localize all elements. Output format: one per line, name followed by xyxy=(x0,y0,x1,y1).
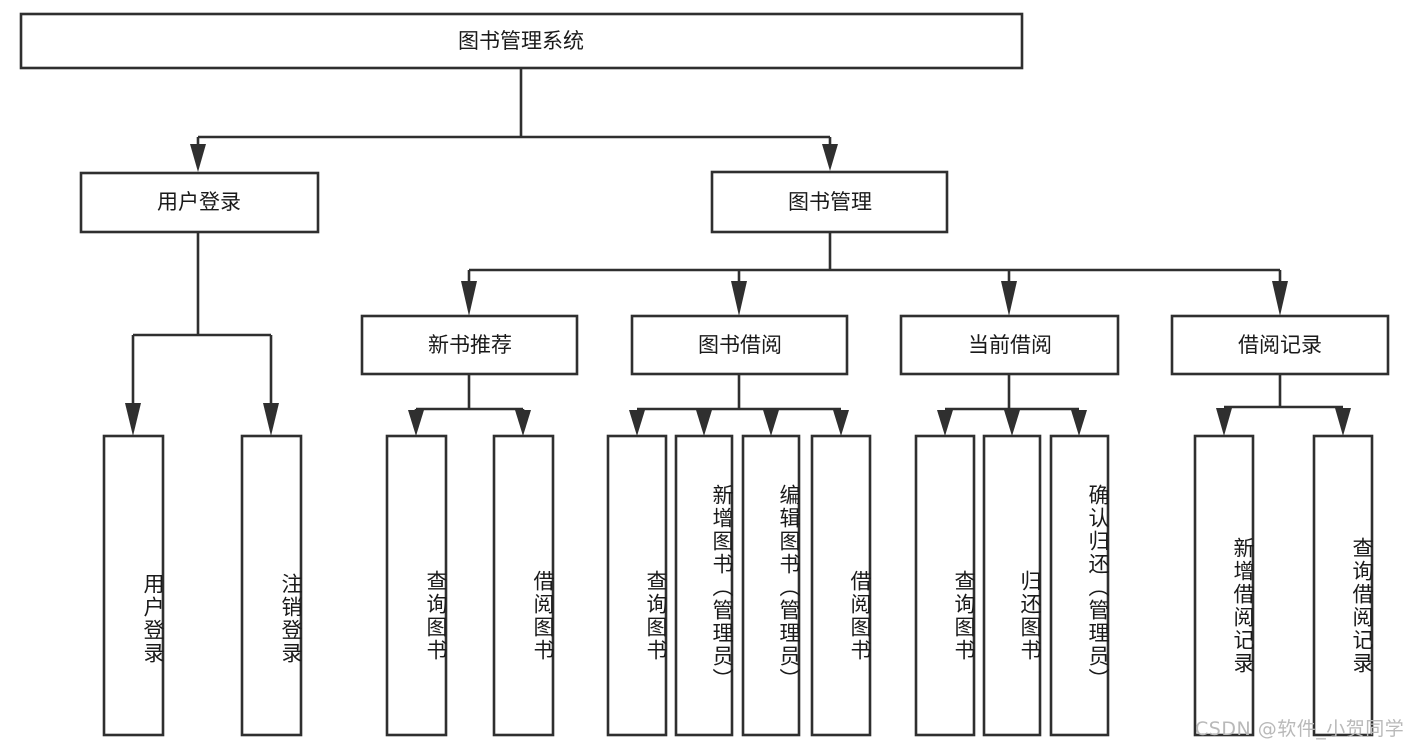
leaf-box-borrow-query[interactable] xyxy=(606,434,668,737)
arrowhead-bookmgmt xyxy=(822,144,838,171)
leaf-box-borrow-edit[interactable] xyxy=(741,434,801,737)
node-new-book-recommend-label: 新书推荐 xyxy=(428,333,512,357)
arrowhead-bookborrow-leaf-1 xyxy=(629,410,645,436)
node-book-borrow[interactable]: 图书借阅 xyxy=(630,314,849,376)
leaf-box-borrow-lend[interactable] xyxy=(810,434,872,737)
arrowhead-bookborrow-leaf-4 xyxy=(833,410,849,436)
connector-group-newbook xyxy=(408,374,531,436)
arrowhead-bookborrow-leaf-2 xyxy=(696,410,712,436)
arrowhead-newbook-leaf-2 xyxy=(515,410,531,436)
arrowhead-newbook xyxy=(461,281,477,316)
connector-group-userlogin xyxy=(125,232,279,436)
node-new-book-recommend[interactable]: 新书推荐 xyxy=(360,314,579,376)
node-user-login-label: 用户登录 xyxy=(157,190,241,214)
connector-group-bookborrow xyxy=(629,374,849,436)
leaf-box-record-query[interactable] xyxy=(1312,434,1374,737)
arrowhead-currentborrow-leaf-1 xyxy=(937,410,953,436)
connector-group-currentborrow xyxy=(937,374,1087,436)
leaf-box-recommend-query[interactable] xyxy=(385,434,448,737)
node-root[interactable]: 图书管理系统 xyxy=(19,12,1024,70)
node-root-label: 图书管理系统 xyxy=(458,29,584,53)
node-book-management-box[interactable] xyxy=(710,170,949,234)
node-book-management[interactable]: 图书管理 xyxy=(710,170,949,234)
node-book-borrow-label: 图书借阅 xyxy=(698,333,782,357)
node-borrow-record-box[interactable] xyxy=(1170,314,1390,376)
arrowhead-borrow xyxy=(731,281,747,316)
node-new-book-recommend-box[interactable] xyxy=(360,314,579,376)
leaf-box-user-login[interactable] xyxy=(102,434,165,737)
node-book-management-label: 图书管理 xyxy=(788,190,872,214)
arrowhead-currentborrow-leaf-2 xyxy=(1004,410,1020,436)
arrowhead-userlogin xyxy=(190,144,206,172)
arrowhead-leaf-logout xyxy=(263,403,279,436)
node-current-borrow[interactable]: 当前借阅 xyxy=(899,314,1120,376)
node-borrow-record[interactable]: 借阅记录 xyxy=(1170,314,1390,376)
connector-group-root xyxy=(190,68,838,172)
connector-group-borrowrecord xyxy=(1216,374,1351,436)
arrowhead-current xyxy=(1001,281,1017,316)
arrowhead-record xyxy=(1272,281,1288,316)
node-user-login[interactable]: 用户登录 xyxy=(79,171,320,234)
node-user-login-box[interactable] xyxy=(79,171,320,234)
arrowhead-currentborrow-leaf-3 xyxy=(1071,410,1087,436)
node-book-borrow-box[interactable] xyxy=(630,314,849,376)
arrowhead-newbook-leaf-1 xyxy=(408,410,424,436)
arrowhead-borrowrecord-leaf-1 xyxy=(1216,408,1232,436)
node-root-box[interactable] xyxy=(19,12,1024,70)
node-current-borrow-box[interactable] xyxy=(899,314,1120,376)
leaf-box-record-add[interactable] xyxy=(1193,434,1255,737)
leaf-box-current-confirm[interactable] xyxy=(1049,434,1110,737)
leaf-box-borrow-add[interactable] xyxy=(674,434,734,737)
arrowhead-borrowrecord-leaf-2 xyxy=(1335,408,1351,436)
watermark-text: CSDN @软件_小贺同学 xyxy=(1195,718,1405,740)
leaf-box-current-return[interactable] xyxy=(982,434,1042,737)
arrowhead-leaf-user-login xyxy=(125,403,141,436)
leaf-box-logout[interactable] xyxy=(240,434,303,737)
leaf-box-current-query[interactable] xyxy=(914,434,976,737)
node-current-borrow-label: 当前借阅 xyxy=(968,333,1052,357)
leaf-box-recommend-borrow[interactable] xyxy=(492,434,555,737)
connector-group-bookmgmt xyxy=(461,232,1288,316)
node-borrow-record-label: 借阅记录 xyxy=(1238,333,1322,357)
arrowhead-bookborrow-leaf-3 xyxy=(763,410,779,436)
